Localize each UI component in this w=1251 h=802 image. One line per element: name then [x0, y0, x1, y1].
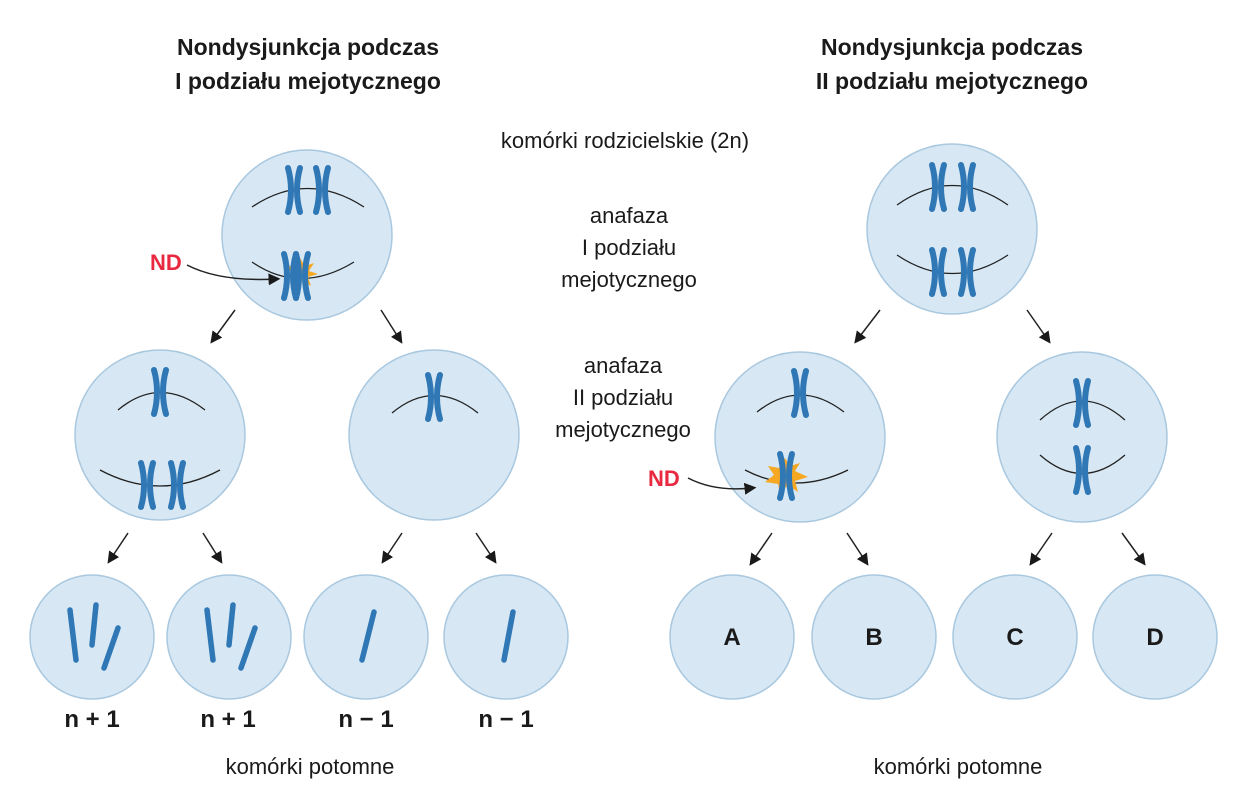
chromatid — [359, 609, 377, 663]
daughter-label: n + 1 — [200, 706, 256, 733]
anaphase-2-line-2: II podziału — [572, 385, 674, 410]
nd-pointer-arrow — [687, 477, 757, 495]
anaphase-1-line-2: I podziału — [581, 235, 677, 260]
arrow — [854, 309, 881, 344]
parent-cells-label: komórki rodzicielskie (2n) — [460, 125, 790, 157]
anaphase-1-line-3: mejotycznego — [561, 267, 697, 292]
daughter-letter-d: D — [1146, 624, 1164, 651]
left-title-line-2: I podziału mejotycznego — [175, 68, 441, 94]
right-secondary-cell-2 — [996, 351, 1168, 523]
right-daughter-cell-a — [669, 574, 795, 700]
right-title-line-1: Nondysjunkcja podczas — [820, 34, 1083, 60]
daughter-letter-a: A — [723, 624, 741, 651]
chromatid — [101, 625, 121, 671]
arrow — [1121, 532, 1146, 566]
daughter-label: n − 1 — [478, 706, 534, 733]
arrow — [380, 309, 403, 344]
daughter-label: n + 1 — [64, 706, 120, 733]
chromatid — [226, 602, 236, 648]
daughter-letter-c: C — [1006, 624, 1024, 651]
chromatid — [89, 602, 99, 648]
chromatid — [238, 625, 258, 671]
arrow — [107, 532, 129, 564]
right-daughter-cell-b — [811, 574, 937, 700]
anaphase-2-line-3: mejotycznego — [555, 417, 691, 442]
spindle-fiber — [896, 254, 1009, 275]
spindle-fiber — [896, 184, 1009, 206]
arrow — [381, 532, 403, 564]
left-parent-cell — [221, 149, 393, 321]
right-secondary-cell-1 — [714, 351, 886, 523]
right-daughter-cell-d — [1092, 574, 1218, 700]
right-footer-label: komórki potomne — [873, 754, 1043, 779]
right-parent-cell — [866, 143, 1038, 315]
anaphase-1-line-1: anafaza — [589, 203, 669, 228]
left-secondary-cell-1 — [74, 349, 246, 521]
parent-cells-text: komórki rodzicielskie (2n) — [500, 128, 750, 153]
right-title-line-2: II podziału mejotycznego — [815, 68, 1089, 94]
chromatid — [67, 607, 79, 663]
chromatid — [204, 607, 216, 663]
arrow — [1029, 532, 1053, 566]
left-secondary-cell-2 — [348, 349, 520, 521]
arrow — [475, 532, 497, 564]
spindle-fiber — [251, 187, 365, 208]
spindle-fiber — [744, 469, 849, 484]
anaphase-2-label: anafaza II podziału mejotycznego — [458, 350, 788, 446]
right-panel-title: Nondysjunkcja podczas II podziału mejoty… — [742, 30, 1162, 98]
nd-label-right: ND — [648, 466, 680, 491]
arrow — [1026, 309, 1051, 344]
arrow — [210, 309, 236, 344]
arrow — [202, 532, 223, 564]
chromatid — [501, 609, 516, 663]
arrow — [846, 532, 869, 566]
spindle-fiber — [99, 469, 221, 487]
left-footer-label: komórki potomne — [225, 754, 395, 779]
right-daughter-cell-c — [952, 574, 1078, 700]
nd-pointer-arrow — [186, 264, 281, 286]
arrow — [749, 532, 773, 566]
anaphase-2-line-1: anafaza — [583, 353, 663, 378]
nd-label-left: ND — [150, 250, 182, 275]
daughter-label: n − 1 — [338, 706, 394, 733]
daughter-letter-b: B — [865, 624, 883, 651]
anaphase-1-label: anafaza I podziału mejotycznego — [464, 200, 794, 296]
left-panel-title: Nondysjunkcja podczas I podziału mejotyc… — [98, 30, 518, 98]
left-title-line-1: Nondysjunkcja podczas — [176, 34, 439, 60]
